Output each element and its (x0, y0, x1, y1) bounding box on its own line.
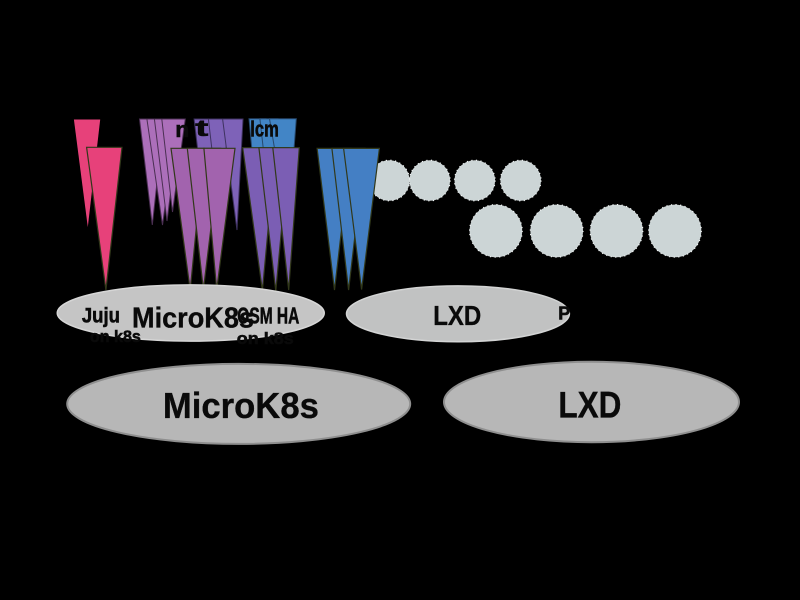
svg-text:P: P (558, 304, 570, 324)
svg-text:LXD: LXD (433, 300, 481, 331)
svg-text:lcm: lcm (250, 117, 278, 142)
svg-text:MicroK8s: MicroK8s (163, 385, 319, 426)
svg-text:LXD: LXD (558, 385, 621, 426)
svg-text:t: t (195, 115, 209, 141)
svg-text:on k8s: on k8s (237, 329, 294, 348)
svg-text:on k8s: on k8s (90, 327, 141, 346)
svg-text:MicroK8s: MicroK8s (132, 302, 254, 334)
svg-text:OSM HA: OSM HA (237, 303, 299, 329)
svg-text:n: n (175, 117, 189, 142)
svg-text:Juju: Juju (82, 303, 120, 327)
